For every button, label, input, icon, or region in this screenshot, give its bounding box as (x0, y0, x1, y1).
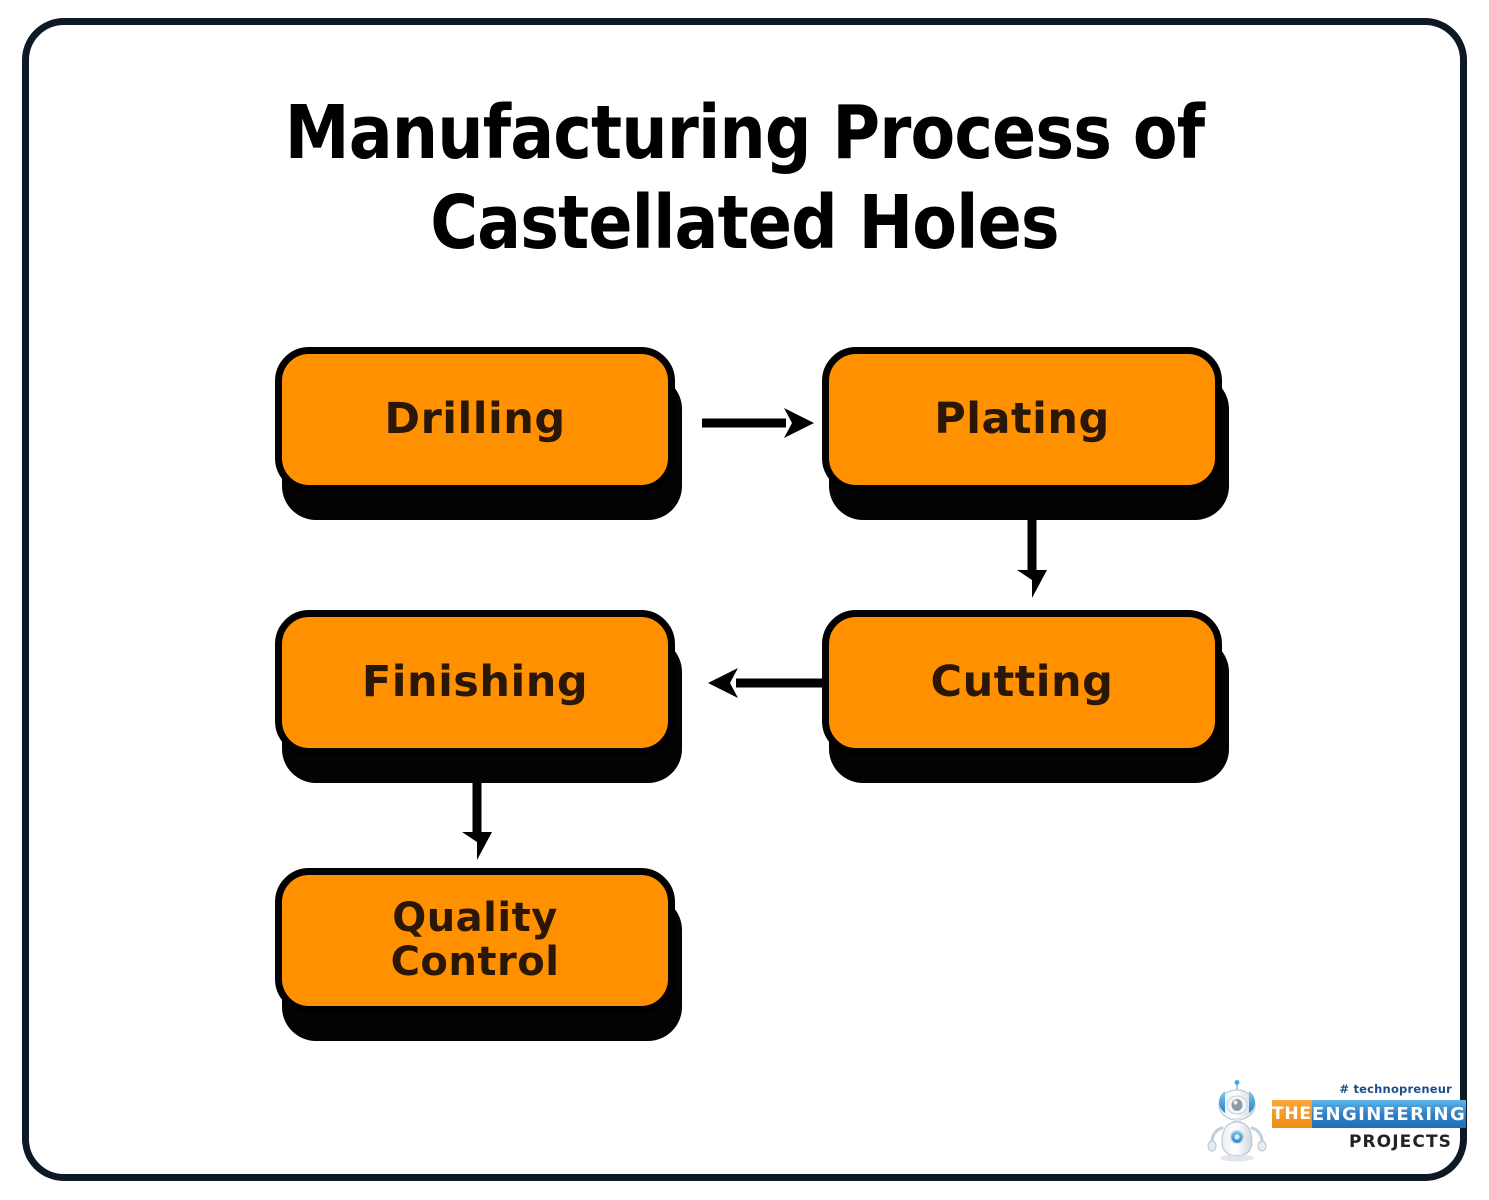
flow-node-drilling[interactable]: Drilling (275, 347, 675, 492)
connector-cutting-to-finishing (700, 665, 825, 701)
flow-node-quality-control[interactable]: Quality Control (275, 868, 675, 1013)
flow-node-label: Plating (934, 394, 1110, 445)
page-title-line-1: Manufacturing Process of (284, 90, 1205, 176)
connector-finishing-to-quality (459, 780, 495, 860)
logo-word-projects: PROJECTS (1348, 1132, 1452, 1152)
connector-drilling-to-plating (700, 405, 820, 441)
flow-node-label: Cutting (930, 657, 1114, 708)
page-title-line-2: Castellated Holes (430, 180, 1059, 267)
logo-word-the: THE (1272, 1100, 1312, 1128)
page-title: Manufacturing Process of Castellated Hol… (89, 88, 1399, 269)
flow-node-finishing[interactable]: Finishing (275, 610, 675, 755)
logo-word-engineering: ENGINEERING (1311, 1100, 1467, 1128)
connector-plating-to-cutting (1014, 516, 1050, 598)
logo-text-block: # technopreneur THE ENGINEERING PROJECTS (1272, 1078, 1467, 1164)
flow-node-label: Finishing (361, 657, 589, 708)
page-frame (22, 18, 1467, 1181)
logo-tagline: # technopreneur (1339, 1082, 1452, 1096)
flow-node-label: Quality Control (390, 895, 560, 985)
robot-mascot-icon (1206, 1080, 1268, 1162)
flow-node-cutting[interactable]: Cutting (822, 610, 1222, 755)
flow-node-plating[interactable]: Plating (822, 347, 1222, 492)
logo-wordmark: THE ENGINEERING (1272, 1100, 1467, 1128)
flow-node-label: Drilling (384, 394, 566, 445)
the-engineering-projects-logo[interactable]: # technopreneur THE ENGINEERING PROJECTS (1206, 1078, 1467, 1164)
